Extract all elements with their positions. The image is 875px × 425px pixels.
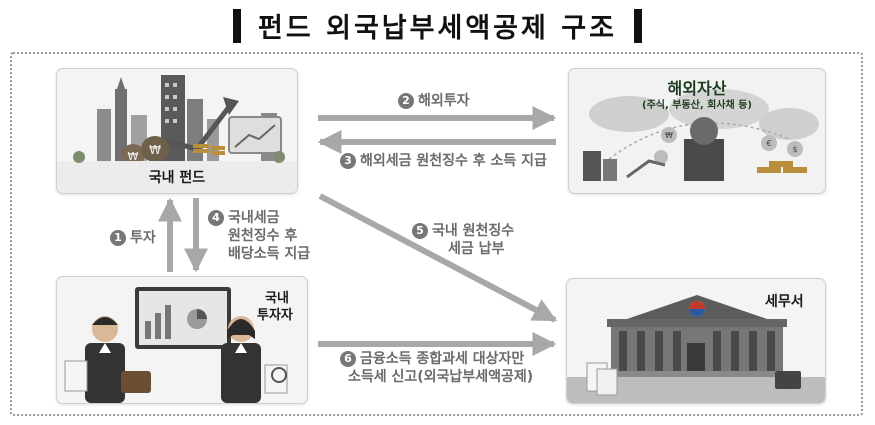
city-skyline-illustration: ₩ ₩ xyxy=(57,75,297,193)
overseas-panel: ₩ € $ 해외자산 (주식, 부동산, 회사채 등) xyxy=(568,68,826,194)
step-4-line1: 국내세금 xyxy=(228,210,280,226)
step-1-text: 투자 xyxy=(130,230,156,246)
tax-office-building-illustration xyxy=(567,295,825,403)
svg-text:$: $ xyxy=(792,145,797,154)
investor-label-line2: 투자자 xyxy=(257,308,293,323)
overseas-subtitle: (주식, 부동산, 회사채 등) xyxy=(642,100,752,111)
svg-text:₩: ₩ xyxy=(665,131,673,140)
step-1-badge: 1 xyxy=(110,230,126,246)
title-area: 펀드 외국납부세액공제 구조 xyxy=(0,6,875,46)
step-6-badge: 6 xyxy=(340,351,356,367)
title-right-bar xyxy=(634,8,643,43)
step-6-line2: 소득세 신고(외국납부세액공제) xyxy=(348,369,534,385)
tax-office-panel: 세무서 xyxy=(566,278,826,404)
svg-text:€: € xyxy=(766,139,771,148)
investors-illustration xyxy=(64,287,288,403)
overseas-title: 해외자산 xyxy=(667,79,727,98)
investor-panel: 국내 투자자 xyxy=(56,276,308,404)
tax-office-label: 세무서 xyxy=(765,294,804,310)
investor-label-line1: 국내 xyxy=(265,291,289,306)
fund-label: 국내 펀드 xyxy=(148,170,206,186)
step-3-badge: 3 xyxy=(340,153,356,169)
step-4-line2: 원천징수 후 xyxy=(228,228,298,244)
diagram-frame xyxy=(10,52,863,416)
fund-panel: ₩ ₩ 국내 펀드 xyxy=(56,68,298,194)
step-4-badge: 4 xyxy=(208,210,224,226)
svg-text:₩: ₩ xyxy=(128,150,139,163)
diagram-title: 펀드 외국납부세액공제 구조 xyxy=(258,13,617,44)
arrow-tax-payment xyxy=(318,193,558,323)
step-4-line3: 배당소득 지급 xyxy=(228,246,311,262)
step-5-line1: 국내 원천징수 xyxy=(432,223,515,239)
svg-text:₩: ₩ xyxy=(149,143,161,157)
step-5-badge: 5 xyxy=(412,223,428,239)
world-assets-illustration: ₩ € $ xyxy=(583,89,819,181)
step-5-line2: 세금 납부 xyxy=(448,241,505,257)
step-2-badge: 2 xyxy=(398,93,414,109)
step-2-text: 해외투자 xyxy=(418,93,470,109)
title-left-bar xyxy=(232,8,241,43)
step-3-text: 해외세금 원천징수 후 소득 지급 xyxy=(360,153,547,169)
step-6-line1: 금융소득 종합과세 대상자만 xyxy=(360,351,525,367)
